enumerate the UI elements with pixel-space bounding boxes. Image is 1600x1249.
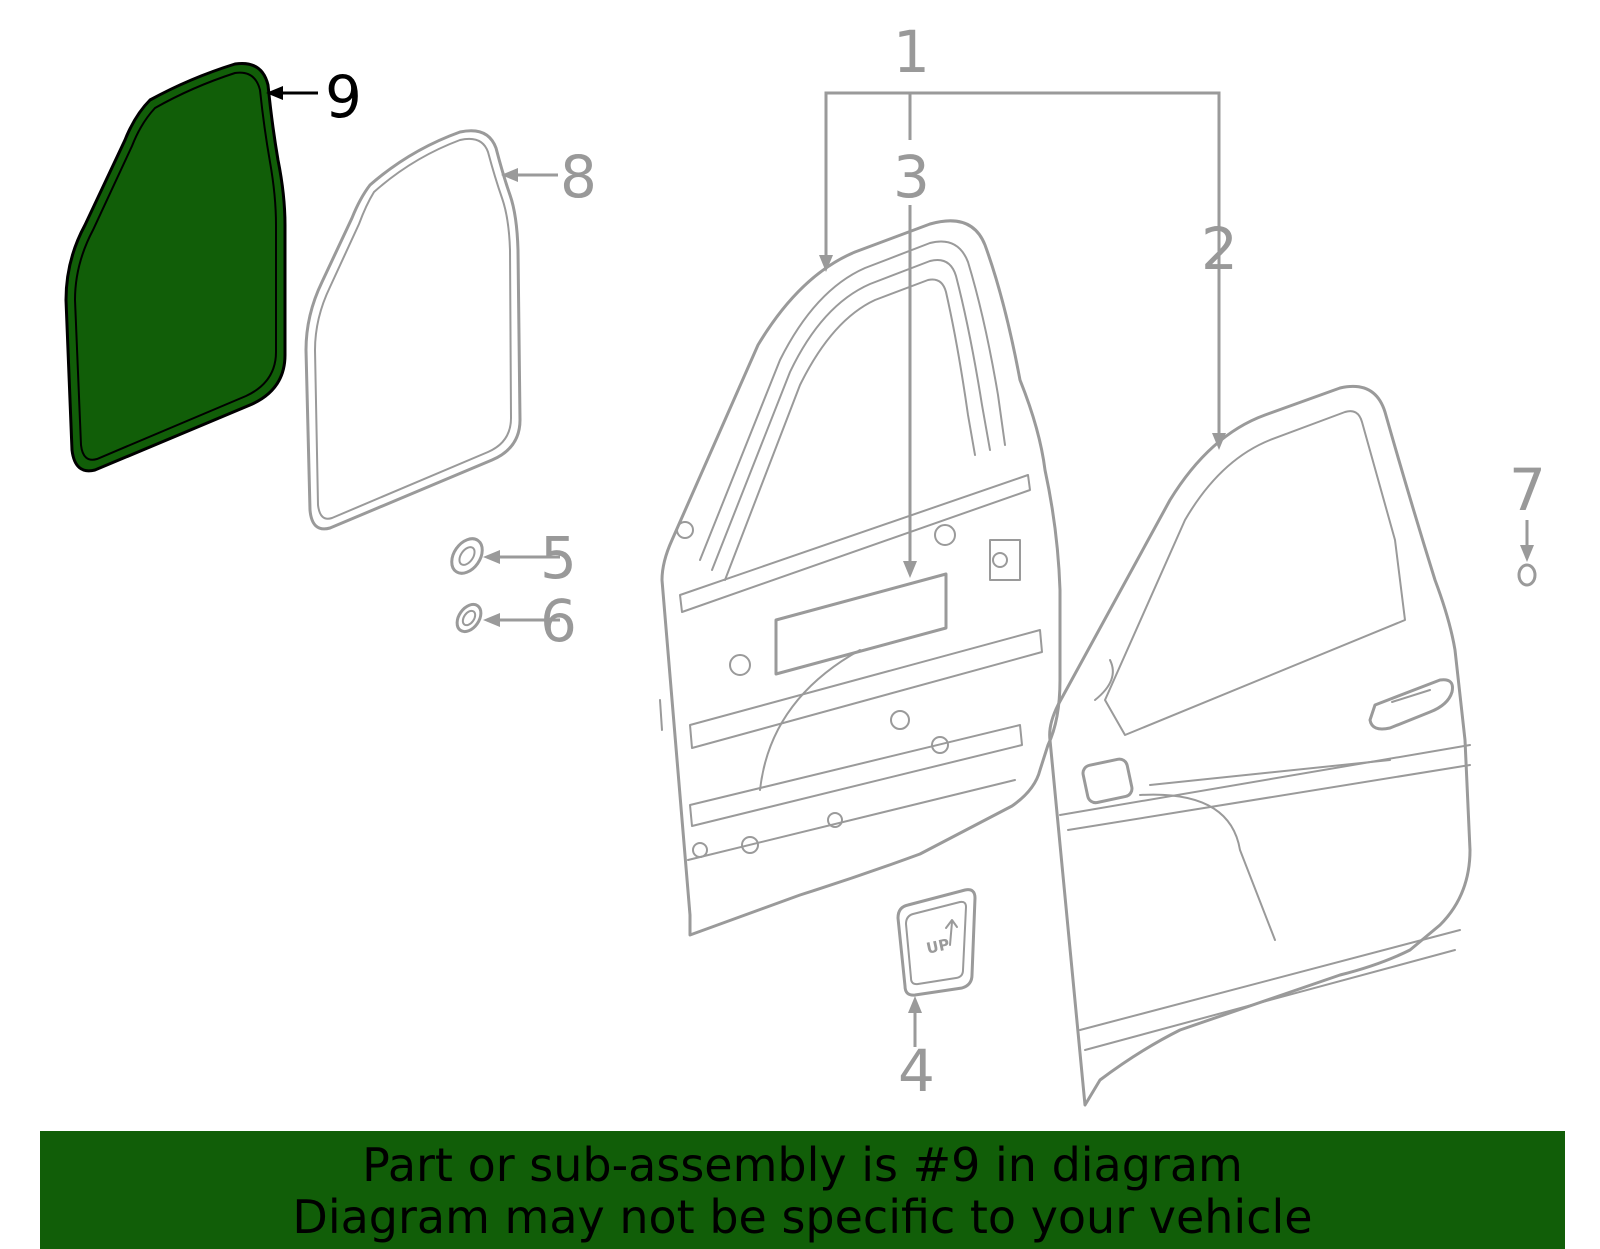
banner-line-1: Part or sub-assembly is #9 in diagram <box>362 1138 1243 1192</box>
callout-4[interactable]: 4 <box>898 1037 935 1105</box>
part-1-door-shell[interactable] <box>659 219 1062 937</box>
leader-lines <box>266 86 1534 1047</box>
part-8-seal[interactable] <box>304 129 522 531</box>
callout-9[interactable]: 9 <box>325 63 362 131</box>
part-7-clip[interactable] <box>1517 563 1537 587</box>
callout-1[interactable]: 1 <box>893 18 930 86</box>
callout-7[interactable]: 7 <box>1509 456 1546 524</box>
callout-2[interactable]: 2 <box>1201 215 1238 283</box>
info-banner: Part or sub-assembly is #9 in diagram Di… <box>40 1131 1565 1249</box>
part-2-outer-panel[interactable] <box>1048 385 1472 1107</box>
part-9-weatherstrip[interactable] <box>64 61 287 473</box>
callout-3[interactable]: 3 <box>893 143 930 211</box>
banner-line-2: Diagram may not be specific to your vehi… <box>292 1190 1313 1244</box>
emblem-label: UP <box>925 935 951 957</box>
part-4-emblem[interactable]: UP <box>896 888 977 997</box>
callout-6[interactable]: 6 <box>540 587 577 655</box>
part-6-plug[interactable] <box>452 600 486 636</box>
callout-8[interactable]: 8 <box>560 143 597 211</box>
part-5-plug[interactable] <box>445 533 488 579</box>
callout-5[interactable]: 5 <box>540 524 577 592</box>
